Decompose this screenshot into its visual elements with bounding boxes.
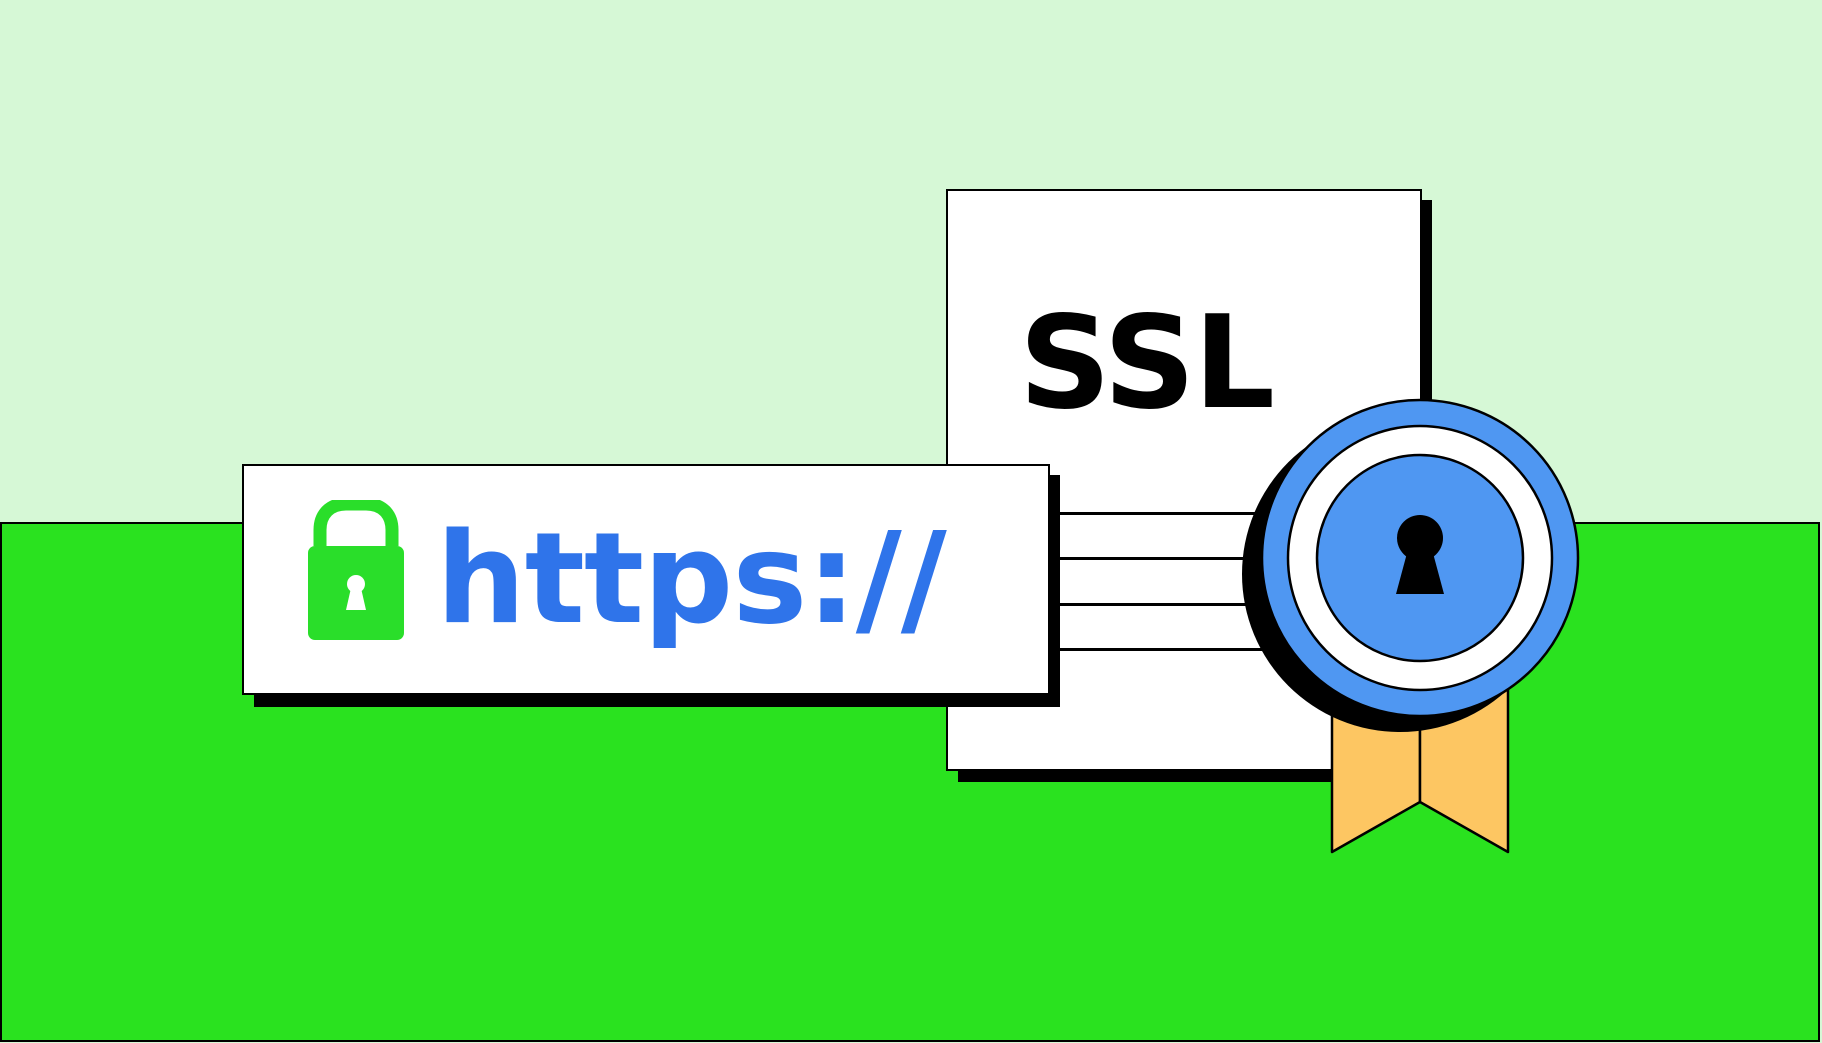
certificate-line xyxy=(1056,512,1422,515)
certificate-line xyxy=(1056,648,1422,651)
url-scheme-text: https:// xyxy=(436,505,947,652)
certificate-title: SSL xyxy=(1018,289,1275,438)
padlock-icon xyxy=(308,500,404,640)
certificate-line xyxy=(1056,557,1422,560)
rosette-keyhole-icon xyxy=(1242,398,1580,854)
certificate-line xyxy=(1056,603,1422,606)
